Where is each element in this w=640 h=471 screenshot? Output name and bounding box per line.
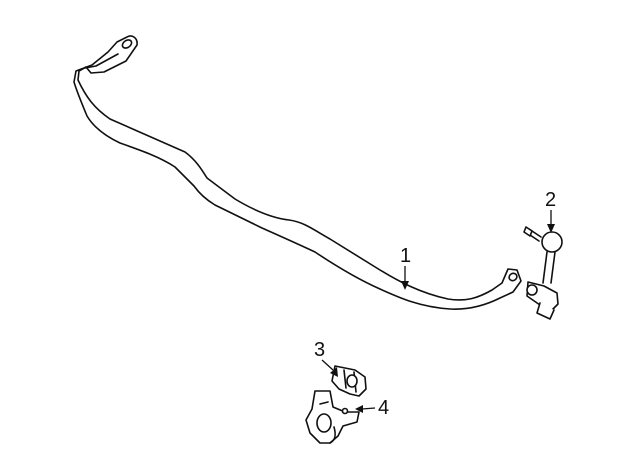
callout-3: 3 — [314, 339, 325, 361]
stabilizer-bar[interactable] — [73, 35, 522, 310]
callout-4-leader-arrow — [355, 405, 376, 413]
bushing[interactable] — [331, 365, 367, 397]
callout-1: 1 — [400, 245, 411, 267]
bracket[interactable] — [305, 390, 360, 444]
callout-1-leader-arrow — [401, 266, 409, 290]
callout-4: 4 — [378, 397, 389, 419]
stabilizer-link[interactable] — [523, 226, 563, 320]
callout-3-leader-arrow — [321, 359, 338, 377]
callout-2: 2 — [545, 189, 556, 211]
callout-2-leader-arrow — [547, 210, 555, 233]
